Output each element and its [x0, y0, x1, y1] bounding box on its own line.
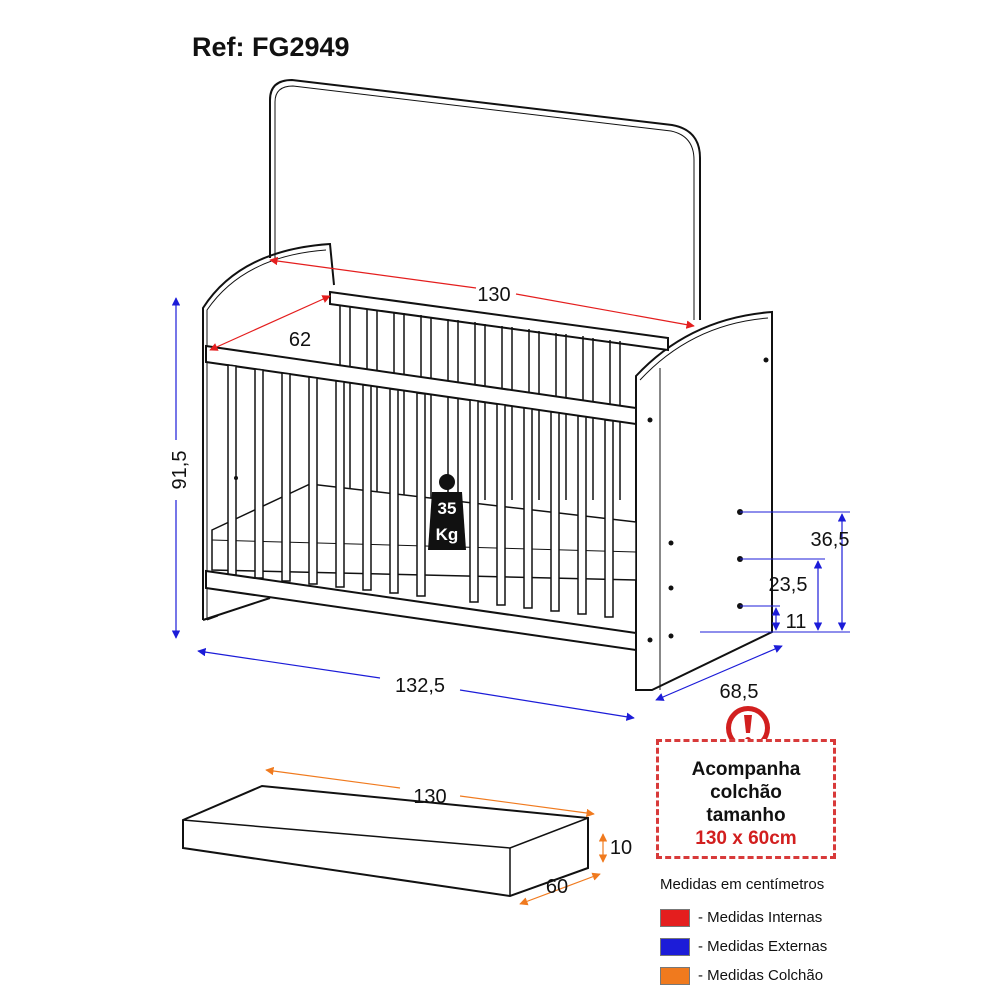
reference-title: Ref: FG2949 [192, 32, 350, 62]
notice-size: 130 x 60cm [695, 828, 797, 849]
legend-label-external: - Medidas Externas [698, 938, 828, 955]
height-low-label: 11 [786, 611, 807, 633]
external-length-label: 132,5 [395, 675, 445, 697]
mattress-dimensions: 130 10 60 [265, 766, 632, 906]
height-top-label: 36,5 [811, 529, 850, 551]
mattress [182, 784, 589, 898]
legend-item-mattress: - Medidas Colchão [660, 961, 827, 990]
legend-swatch-external [660, 937, 690, 956]
internal-length-label: 130 [477, 284, 510, 306]
height-mid-label: 23,5 [769, 574, 808, 596]
notice-line-3: tamanho [706, 805, 786, 826]
external-height-label: 91,5 [169, 451, 191, 490]
notice-line-1: Acompanha [691, 759, 801, 780]
legend-item-external: - Medidas Externas [660, 932, 827, 961]
legend-label-internal: - Medidas Internas [698, 909, 823, 926]
right-end-panel [635, 310, 773, 691]
front-slats [227, 364, 614, 618]
internal-width-label: 62 [289, 329, 311, 351]
internal-dimensions: 130 62 [209, 256, 695, 351]
notice-line-2: colchão [710, 782, 782, 803]
backboard [269, 78, 701, 320]
legend: Medidas em centímetros - Medidas Interna… [660, 876, 827, 990]
legend-title: Medidas em centímetros [660, 876, 825, 893]
legend-label-mattress: - Medidas Colchão [698, 967, 824, 984]
mattress-included-notice: Acompanha colchão tamanho 130 x 60cm [656, 739, 836, 859]
front-bottom-rail [205, 569, 637, 652]
mattress-width-label: 60 [546, 876, 568, 898]
weight-unit: Kg [436, 525, 459, 544]
mattress-height-label: 10 [610, 837, 632, 859]
weight-badge: 35 Kg [428, 474, 466, 550]
front-top-rail [205, 344, 637, 426]
mattress-length-label: 130 [413, 786, 446, 808]
legend-item-internal: - Medidas Internas [660, 903, 827, 932]
legend-swatch-mattress [660, 966, 690, 985]
left-end-panel [202, 242, 335, 620]
external-depth-label: 68,5 [720, 681, 759, 703]
legend-swatch-internal [660, 908, 690, 927]
weight-value: 35 [438, 499, 457, 518]
external-dimensions: 91,5 132,5 68,5 36,5 23,5 11 [169, 297, 850, 721]
